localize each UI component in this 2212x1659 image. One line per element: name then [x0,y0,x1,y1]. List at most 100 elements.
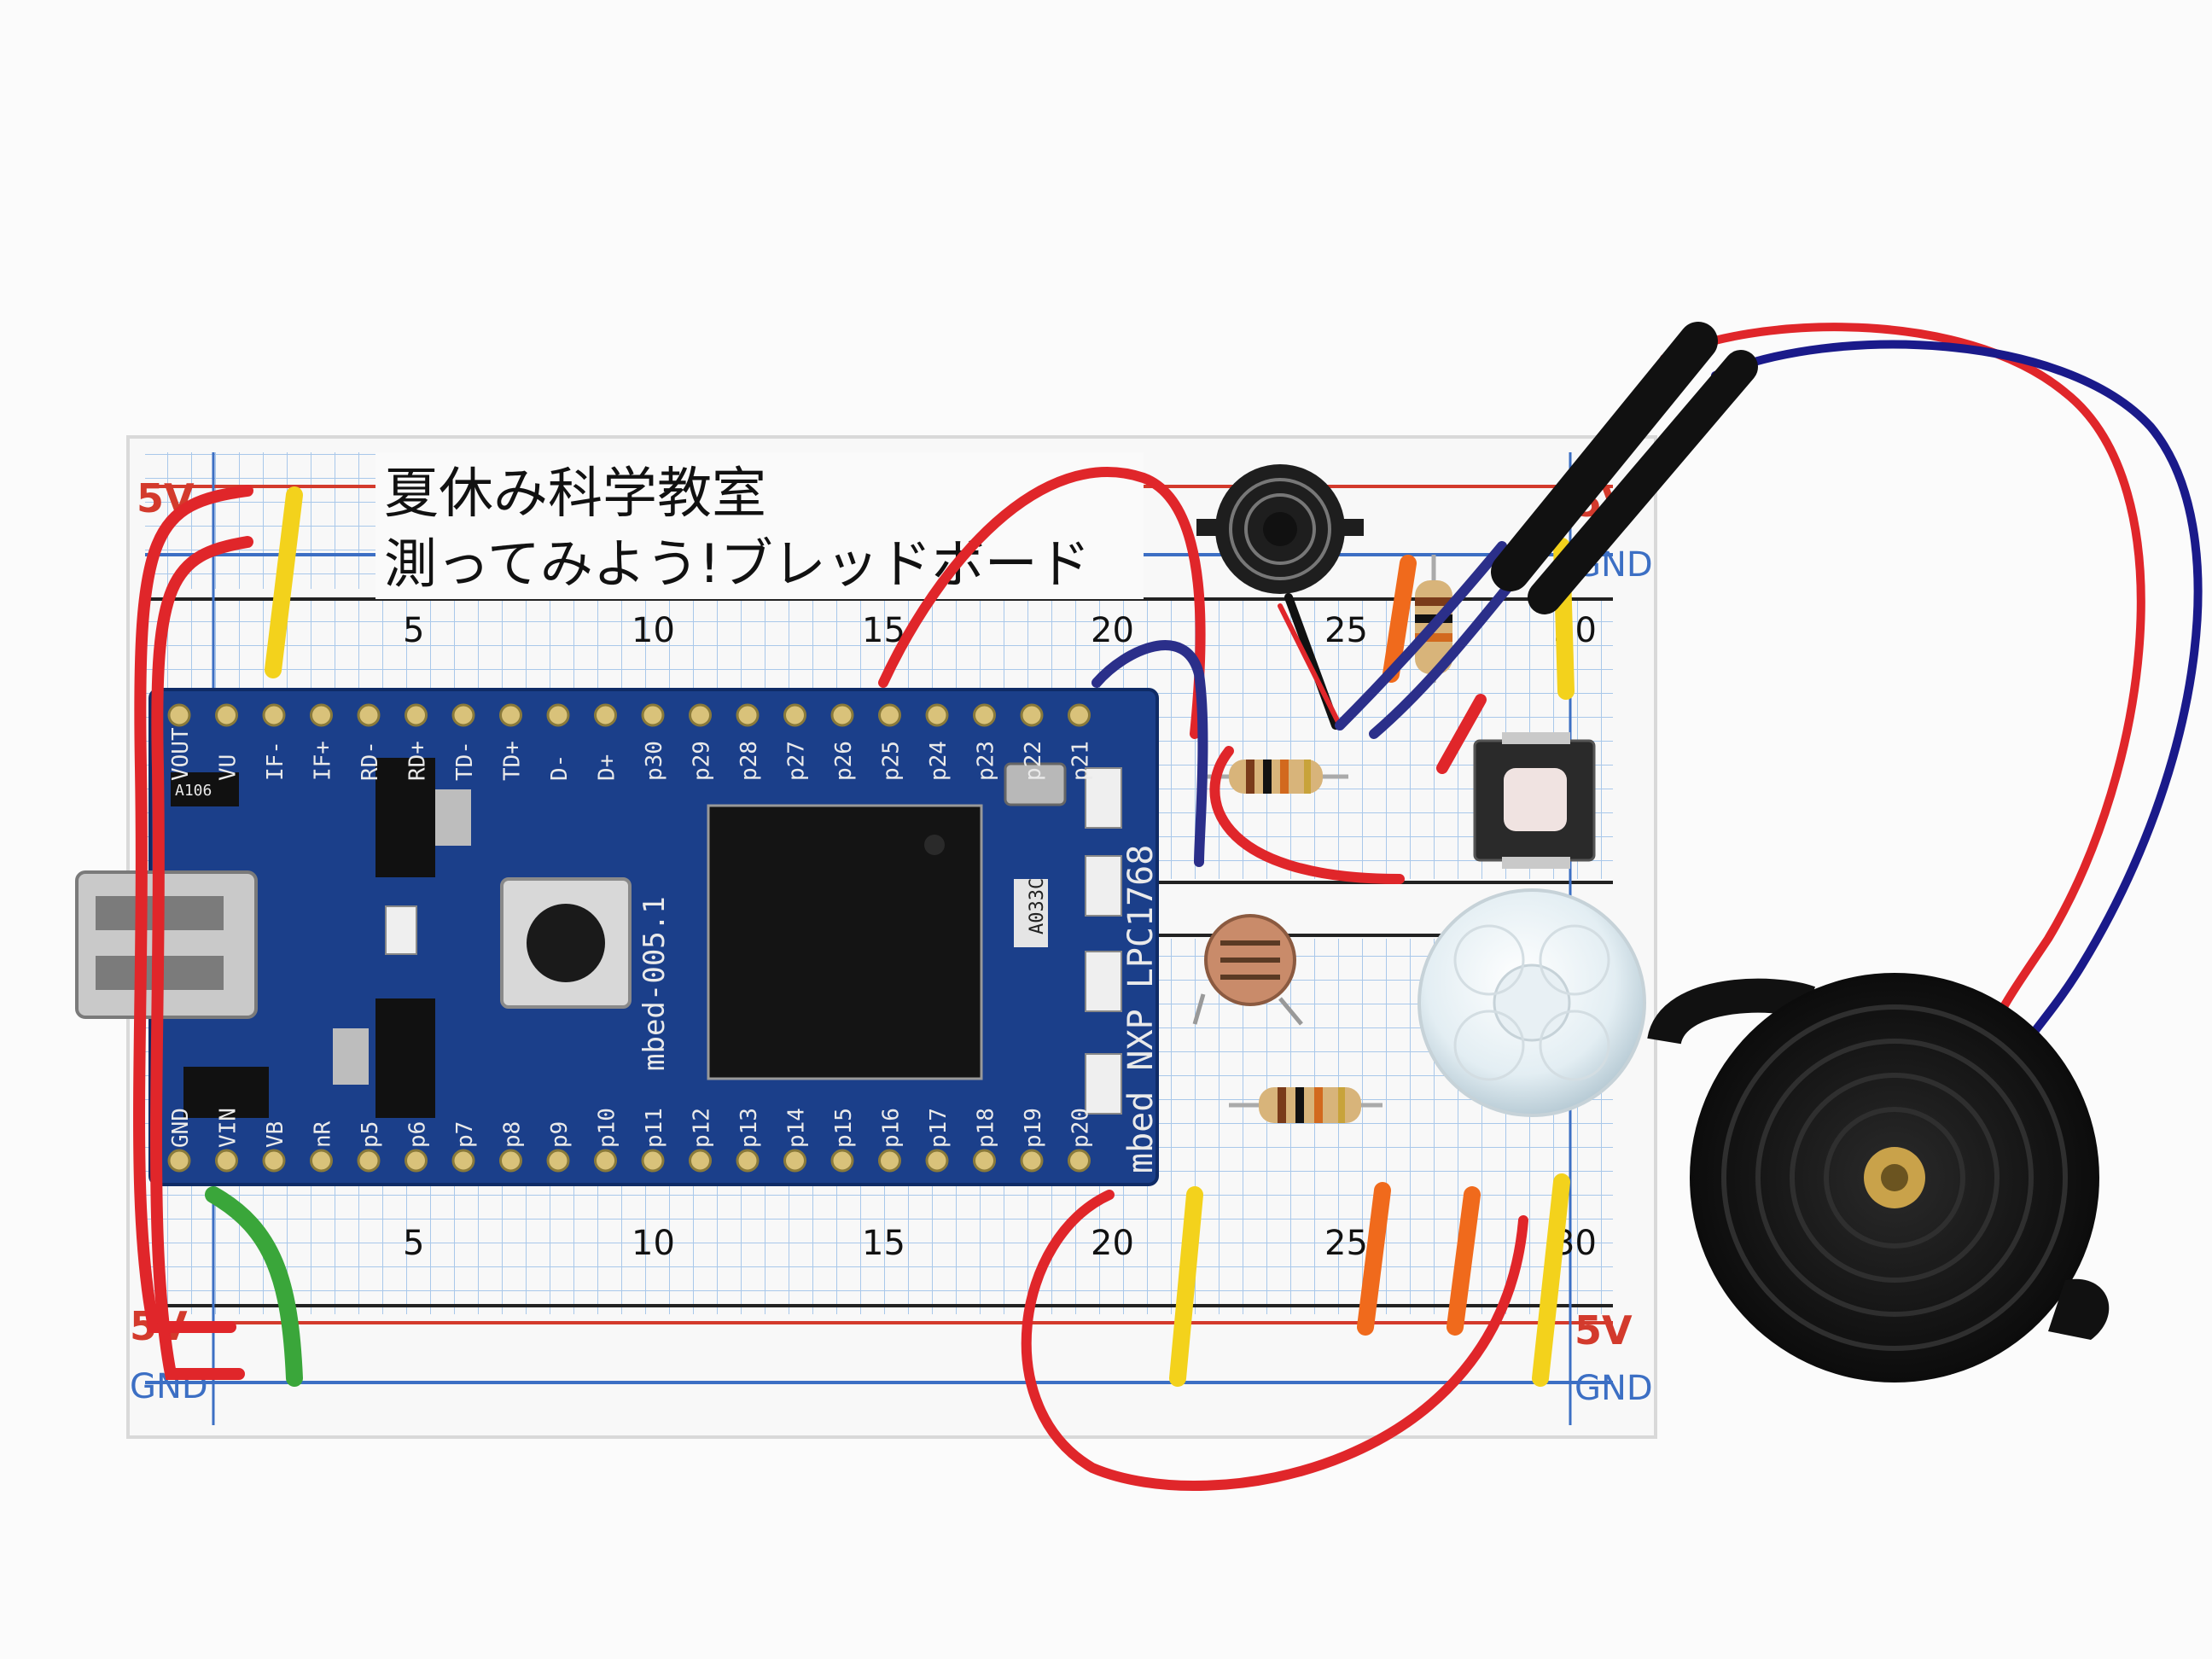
header-pin [830,1149,854,1173]
header-pin [783,703,806,727]
pin-label-top: p25 [879,741,905,781]
col-number: 10 [632,1224,675,1263]
header-pin [357,703,381,727]
column-numbers-bottom: 5 10 15 20 25 30 [403,1224,1597,1263]
jumper-wires [133,323,2203,1491]
board-title-line1: 夏休み科学教室 [384,463,766,526]
header-pin [1020,1149,1044,1173]
header-pin [641,703,665,727]
header-pin [641,1149,665,1173]
rail-label-bottom-right-5v: 5V [1575,1307,1633,1353]
header-pin [878,1149,901,1173]
pin-label-top: p24 [926,741,952,781]
header-pin [499,703,522,727]
col-number: 15 [862,1224,905,1263]
header-pin [167,1149,191,1173]
usb-mini-connector [75,870,258,1019]
pin-label-bottom: p19 [1021,1108,1046,1148]
col-number: 25 [1324,611,1368,650]
pin-label-bottom: p6 [405,1121,431,1148]
header-pin [594,1149,617,1173]
header-pin [405,703,428,727]
pin-label-bottom: p14 [784,1108,810,1148]
pin-label-bottom: p11 [642,1108,667,1148]
piezo-buzzer [1647,973,2110,1382]
pin-label-top: p22 [1021,741,1046,781]
pin-label-top: p30 [642,741,667,781]
pin-label-top: p29 [690,741,715,781]
pin-label-bottom: p8 [500,1121,526,1148]
col-number: 20 [1091,1224,1134,1263]
header-pin [310,1149,333,1173]
photoresistor [1192,914,1303,1026]
header-pin [451,703,475,727]
header-pin [925,1149,949,1173]
tactile-push-button[interactable] [1473,732,1596,869]
header-pins-bottom [167,1149,1091,1173]
pin-label-top: p28 [736,741,762,781]
col-number: 20 [1091,611,1134,650]
pin-label-bottom: p15 [831,1108,857,1148]
pin-label-bottom: p5 [358,1121,383,1148]
pin-label-bottom: p9 [547,1121,573,1148]
header-pin [546,703,570,727]
board-title-line2: 測ってみよう!ブレッドボード [384,533,1091,595]
pin-label-bottom: p10 [595,1108,620,1148]
header-pins-top [167,703,1091,727]
header-pin [405,1149,428,1173]
small-label: A106 [175,782,212,800]
pin-label-top: RD- [358,741,383,781]
header-pin [689,1149,712,1173]
header-pin [215,703,238,727]
header-pin [357,1149,381,1173]
rail-label-bottom-right-gnd: GND [1575,1369,1653,1408]
mbed-name-label: mbed NXP LPC1768 [1121,845,1161,1173]
header-pin [546,1149,570,1173]
header-pin [973,1149,996,1173]
pin-label-top: RD+ [405,741,431,781]
mbed-lpc1768-module: mbed NXP LPC1768 mbed-005.1 A033C A106 V… [75,688,1161,1186]
pin-label-top: p23 [974,741,999,781]
pin-label-bottom: p7 [452,1121,478,1148]
pin-label-top: VU [216,754,242,781]
header-pin [736,703,760,727]
header-pin [1020,703,1044,727]
col-number: 10 [632,611,675,650]
header-pin [1068,1149,1091,1173]
pin-label-bottom: GND [168,1108,194,1148]
header-pin [878,703,901,727]
led-2 [1085,855,1122,917]
pin-label-top: D- [547,754,573,781]
header-pin [262,703,286,727]
header-pin [499,1149,522,1173]
pin-label-bottom: p12 [690,1108,715,1148]
header-pin [310,703,333,727]
pin-label-top: TD+ [500,741,526,781]
reset-button-cap [527,904,605,982]
pin-label-top: IF- [263,741,288,781]
printed-buzzer-symbol-icon [1196,464,1364,594]
header-pin [262,1149,286,1173]
col-number: 5 [403,611,424,650]
resistor-2 [1229,1087,1382,1123]
pin-label-bottom: p16 [879,1108,905,1148]
led-4 [1085,1053,1122,1115]
pin-label-top: VOUT [168,727,194,781]
header-pin [973,703,996,727]
header-pin [1068,703,1091,727]
chip-label: A033C [1027,878,1048,934]
pin-label-bottom: p18 [974,1108,999,1148]
pin-label-bottom: nR [311,1121,336,1148]
pin-label-top: D+ [595,754,620,781]
header-pin [215,1149,238,1173]
header-pin [167,703,191,727]
pin-label-top: IF+ [311,741,336,781]
pin-label-top: p21 [1068,741,1094,781]
pir-sensor [1417,888,1646,1117]
header-pin [783,1149,806,1173]
col-number: 25 [1324,1224,1368,1263]
pin-label-top: p26 [831,741,857,781]
mbed-rev-label: mbed-005.1 [637,896,672,1071]
pin-label-top: TD- [452,741,478,781]
